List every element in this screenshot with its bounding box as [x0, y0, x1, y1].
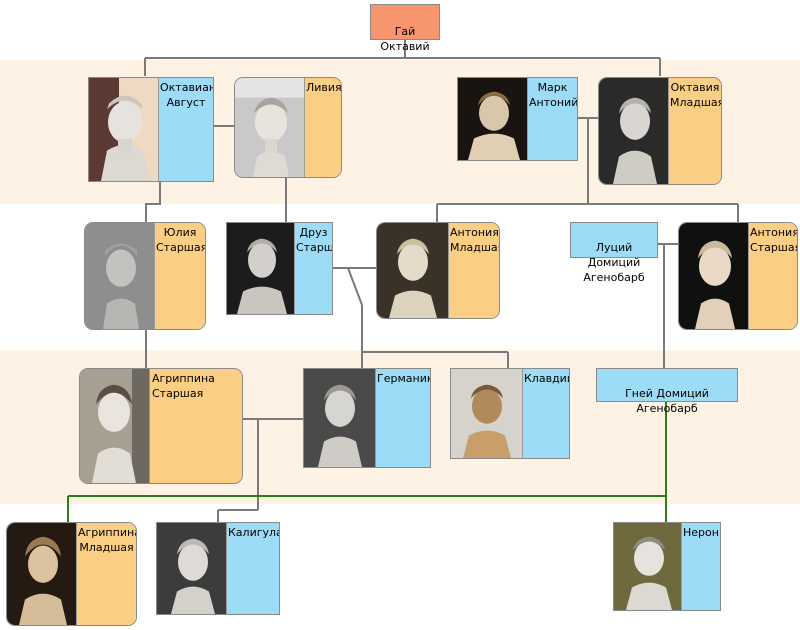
bust-portrait: [451, 369, 523, 458]
name-panel: Юлия Старшая: [154, 223, 205, 329]
person-antonia-minor[interactable]: Антония Младшая: [376, 222, 500, 319]
name-panel: Германик: [375, 369, 430, 467]
name-panel: Антония Младшая: [448, 223, 499, 318]
connector-root: [144, 40, 661, 76]
person-gaius-octavius[interactable]: Гай Октавий: [370, 4, 440, 53]
name-panel: Антония Старшая: [748, 223, 797, 329]
connector-drusus-antonia: [333, 267, 509, 368]
name-panel: Клавдий: [522, 369, 569, 458]
person-agrippina-elder[interactable]: Агриппина Старшая: [79, 368, 243, 484]
connector-lucius-antonia: [658, 243, 678, 368]
person-name: Ливия: [306, 81, 342, 94]
bust-portrait: [458, 78, 530, 160]
person-lucius-domitius-ahenobarbus[interactable]: Луций Домиций Агенобарб: [570, 222, 658, 284]
person-name: Октавия Младшая: [670, 81, 722, 109]
bust-portrait: [377, 223, 449, 318]
name-panel: Марк Антоний: [527, 78, 577, 160]
person-name: Юлия Старшая: [156, 226, 206, 254]
person-drusus-elder[interactable]: Друз Старший: [226, 222, 333, 315]
bust-portrait: [80, 369, 152, 483]
person-name: Антония Старшая: [750, 226, 798, 254]
person-name: Калигула: [228, 526, 280, 539]
person-name: Агриппина Старшая: [152, 372, 215, 400]
bust-portrait: [599, 78, 671, 184]
person-name: Германик: [377, 372, 431, 385]
name-panel: Друз Старший: [294, 223, 332, 314]
bust-portrait: [304, 369, 376, 467]
person-name: Агриппина Младшая: [78, 526, 137, 554]
person-name: Гай Октавий: [380, 25, 430, 53]
person-caligula[interactable]: Калигула: [156, 522, 280, 615]
person-octavia-minor[interactable]: Октавия Младшая: [598, 77, 722, 185]
person-octavian-augustus[interactable]: Октавиан Август: [88, 77, 214, 182]
person-antonia-major[interactable]: Антония Старшая: [678, 222, 798, 330]
person-germanicus[interactable]: Германик: [303, 368, 431, 468]
person-livia[interactable]: Ливия: [234, 77, 342, 178]
person-name: Луций Домиций Агенобарб: [583, 241, 645, 284]
person-gnaeus-domitius-ahenobarbus[interactable]: Гней Домиций Агенобарб: [596, 368, 738, 415]
bust-portrait: [85, 223, 157, 329]
connector-octavian-julia: [145, 182, 161, 222]
person-name: Гней Домиций Агенобарб: [625, 387, 709, 415]
name-panel: Октавия Младшая: [668, 78, 721, 184]
bust-portrait: [89, 78, 161, 181]
person-name: Нерон: [683, 526, 719, 539]
person-julia-elder[interactable]: Юлия Старшая: [84, 222, 206, 330]
person-name: Антония Младшая: [450, 226, 500, 254]
bust-portrait: [157, 523, 229, 614]
name-panel: Октавиан Август: [158, 78, 213, 181]
connector-antony-octavia: [436, 117, 739, 222]
name-panel: Агриппина Старшая: [149, 369, 242, 483]
person-name: Марк Антоний: [529, 81, 578, 109]
bust-portrait: [235, 78, 307, 177]
person-claudius[interactable]: Клавдий: [450, 368, 570, 459]
name-panel: Агриппина Младшая: [76, 523, 136, 625]
name-panel: Ливия: [304, 78, 341, 177]
person-nero[interactable]: Нерон: [613, 522, 721, 611]
person-name: Друз Старший: [296, 226, 333, 254]
person-name: Октавиан Август: [160, 81, 214, 109]
connector-agrippina-germanicus: [217, 418, 303, 522]
bust-portrait: [679, 223, 751, 329]
bust-portrait: [614, 523, 684, 610]
person-name: Клавдий: [524, 372, 570, 385]
person-agrippina-younger[interactable]: Агриппина Младшая: [6, 522, 137, 626]
name-panel: Нерон: [681, 523, 720, 610]
person-mark-antony[interactable]: Марк Антоний: [457, 77, 578, 161]
bust-portrait: [227, 223, 297, 314]
connector-nero-lineage: [67, 402, 667, 522]
bust-portrait: [7, 523, 79, 625]
name-panel: Калигула: [226, 523, 279, 614]
